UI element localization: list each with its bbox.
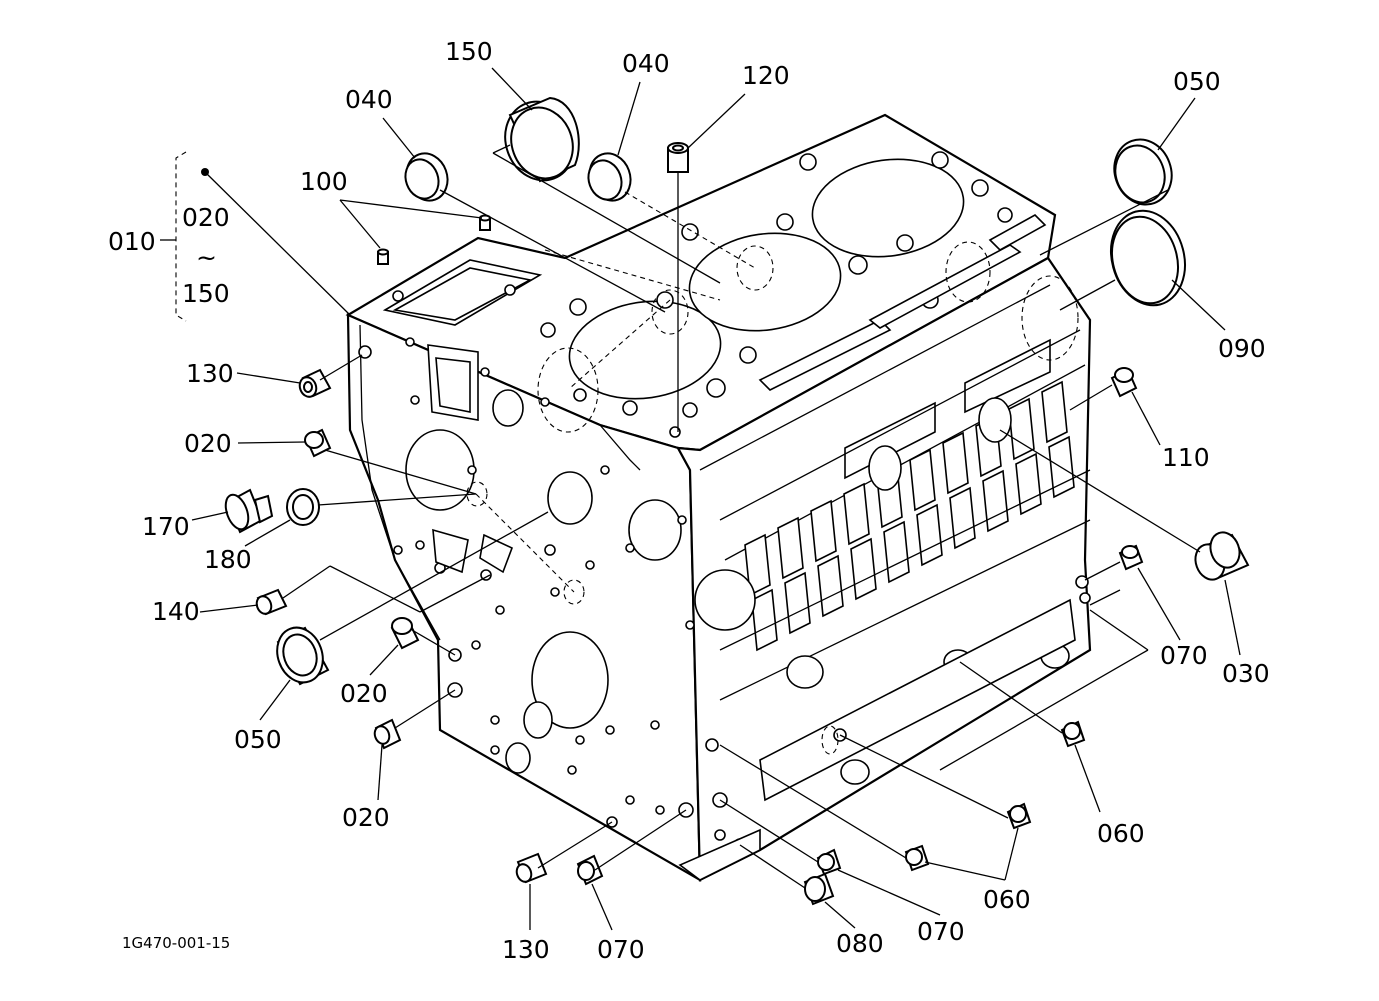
gasket-180 <box>286 488 320 526</box>
deck-holes <box>392 151 1013 438</box>
cylinder-block <box>345 113 1092 882</box>
drawing-code: 1G470-001-15 <box>122 934 230 952</box>
plug-130-bottom <box>515 852 548 884</box>
callout-150-top: 150 <box>445 37 493 66</box>
callout-010: 010 <box>108 227 156 256</box>
callout-070-bottom: 070 <box>597 935 645 964</box>
core-plug-050-top <box>1113 138 1173 206</box>
plug-060-bottom-a <box>1006 802 1032 830</box>
front-face-holes <box>358 337 695 828</box>
callout-050-top: 050 <box>1173 67 1221 96</box>
callout-150-range-to: 150 <box>182 279 230 308</box>
callout-040-right: 040 <box>622 49 670 78</box>
core-plug-150-top <box>504 96 580 183</box>
callout-110: 110 <box>1162 443 1210 472</box>
plug-020-b <box>390 617 420 650</box>
plug-070-bottom <box>576 854 604 886</box>
plug-140 <box>255 588 288 616</box>
callout-060-right: 060 <box>1097 819 1145 848</box>
callout-130-bottom: 130 <box>502 935 550 964</box>
callout-090: 090 <box>1218 334 1266 363</box>
callout-020-range-from: 020 <box>182 203 230 232</box>
core-plug-040-left <box>404 152 449 202</box>
callout-030: 030 <box>1222 659 1270 688</box>
callout-080: 080 <box>836 929 884 958</box>
plug-020-a <box>304 428 332 458</box>
callout-120: 120 <box>742 61 790 90</box>
core-plug-040-right <box>587 152 632 202</box>
callout-070-mid: 070 <box>917 917 965 946</box>
callout-100: 100 <box>300 167 348 196</box>
plug-080 <box>803 872 835 906</box>
callout-020-c: 020 <box>342 803 390 832</box>
callout-020-b: 020 <box>340 679 388 708</box>
callout-130-top: 130 <box>186 359 234 388</box>
callout-050-bottom: 050 <box>234 725 282 754</box>
group-bracket <box>160 151 187 322</box>
callout-180: 180 <box>204 545 252 574</box>
leader-lines <box>191 67 1241 931</box>
callout-140: 140 <box>152 597 200 626</box>
group-leader-dot <box>201 168 209 176</box>
plug-bolt-170 <box>224 488 274 534</box>
plug-060-bottom-b <box>904 844 930 872</box>
callout-070-right: 070 <box>1160 641 1208 670</box>
bushing-050-bottom <box>276 626 330 686</box>
dowel-pin-120 <box>667 142 689 173</box>
plug-130-top <box>298 368 332 398</box>
plug-070-mid <box>816 848 842 876</box>
callout-170: 170 <box>142 512 190 541</box>
plug-070-right <box>1118 544 1144 571</box>
plug-110 <box>1110 367 1138 398</box>
core-plug-090 <box>1110 209 1186 307</box>
plug-060-right <box>1060 720 1086 748</box>
plug-020-c <box>373 718 402 750</box>
callout-labels: 010 020 ~ 150 150 040 040 120 050 100 09… <box>108 37 1270 964</box>
callout-040-left: 040 <box>345 85 393 114</box>
callout-020-a: 020 <box>184 429 232 458</box>
callout-range-sep: ~ <box>196 243 217 272</box>
bushing-030 <box>1194 531 1250 581</box>
dowel-pin-100-a <box>377 248 389 265</box>
callout-060-bottom: 060 <box>983 885 1031 914</box>
